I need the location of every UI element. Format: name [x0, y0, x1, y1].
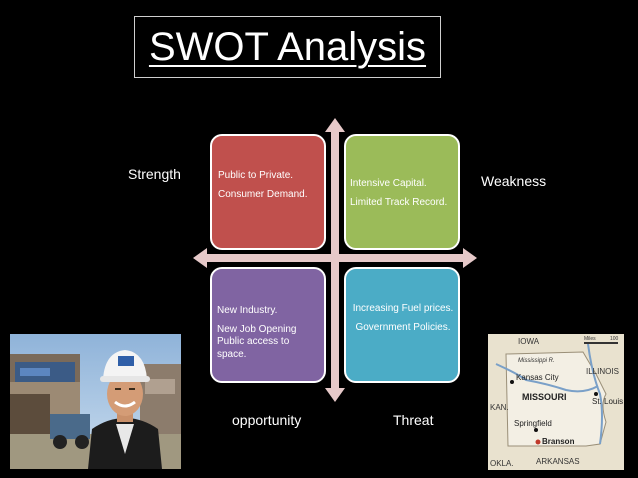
map-city-springfield: Springfield — [514, 419, 552, 428]
map-state-illinois: ILLINOIS — [586, 367, 619, 376]
map-scale-value: 100 — [610, 336, 619, 342]
map-state-arkansas: ARKANSAS — [536, 457, 580, 466]
quadrant-opportunity: New Industry. New Job Opening Public acc… — [210, 267, 326, 383]
quadrant-weakness: Intensive Capital. Limited Track Record. — [344, 134, 460, 250]
map-city-kansas-city: Kansas City — [516, 373, 559, 382]
map-missouri: Miles 100 IOWA ILLINOIS KAN. MISSOURI OK… — [488, 334, 624, 470]
label-weakness: Weakness — [481, 173, 547, 189]
map-state-kansas: KAN. — [490, 403, 509, 412]
strength-item: Public to Private. — [218, 170, 294, 181]
opportunity-item: Public access to space. — [217, 336, 290, 360]
weakness-item: Intensive Capital. — [350, 178, 427, 189]
map-river-label: Mississippi R. — [518, 358, 555, 364]
threat-item: Government Policies. — [355, 321, 451, 333]
threat-item: Increasing Fuel prices. — [352, 303, 454, 314]
opportunity-item: New Job Opening — [217, 323, 297, 335]
map-city-st-louis: St. Louis — [592, 397, 623, 406]
arrow-horizontal — [193, 248, 477, 268]
map-scale-label: Miles — [584, 336, 596, 342]
map-state-missouri: MISSOURI — [522, 392, 567, 402]
label-threat: Threat — [393, 412, 434, 428]
quadrant-threat: Increasing Fuel prices. Government Polic… — [344, 267, 460, 383]
label-strength: Strength — [128, 166, 181, 182]
opportunity-item: New Industry. — [217, 305, 278, 316]
map-state-iowa: IOWA — [518, 337, 540, 346]
map-state-oklahoma: OKLA. — [490, 459, 514, 468]
weakness-item: Limited Track Record. — [350, 196, 448, 208]
label-opportunity: opportunity — [232, 412, 302, 428]
photo-man-hardhat — [10, 334, 181, 469]
map-city-branson: Branson — [542, 437, 575, 446]
slide-title: SWOT Analysis — [134, 16, 441, 78]
strength-item: Consumer Demand. — [218, 188, 308, 200]
quadrant-strength: Public to Private. Consumer Demand. — [210, 134, 326, 250]
